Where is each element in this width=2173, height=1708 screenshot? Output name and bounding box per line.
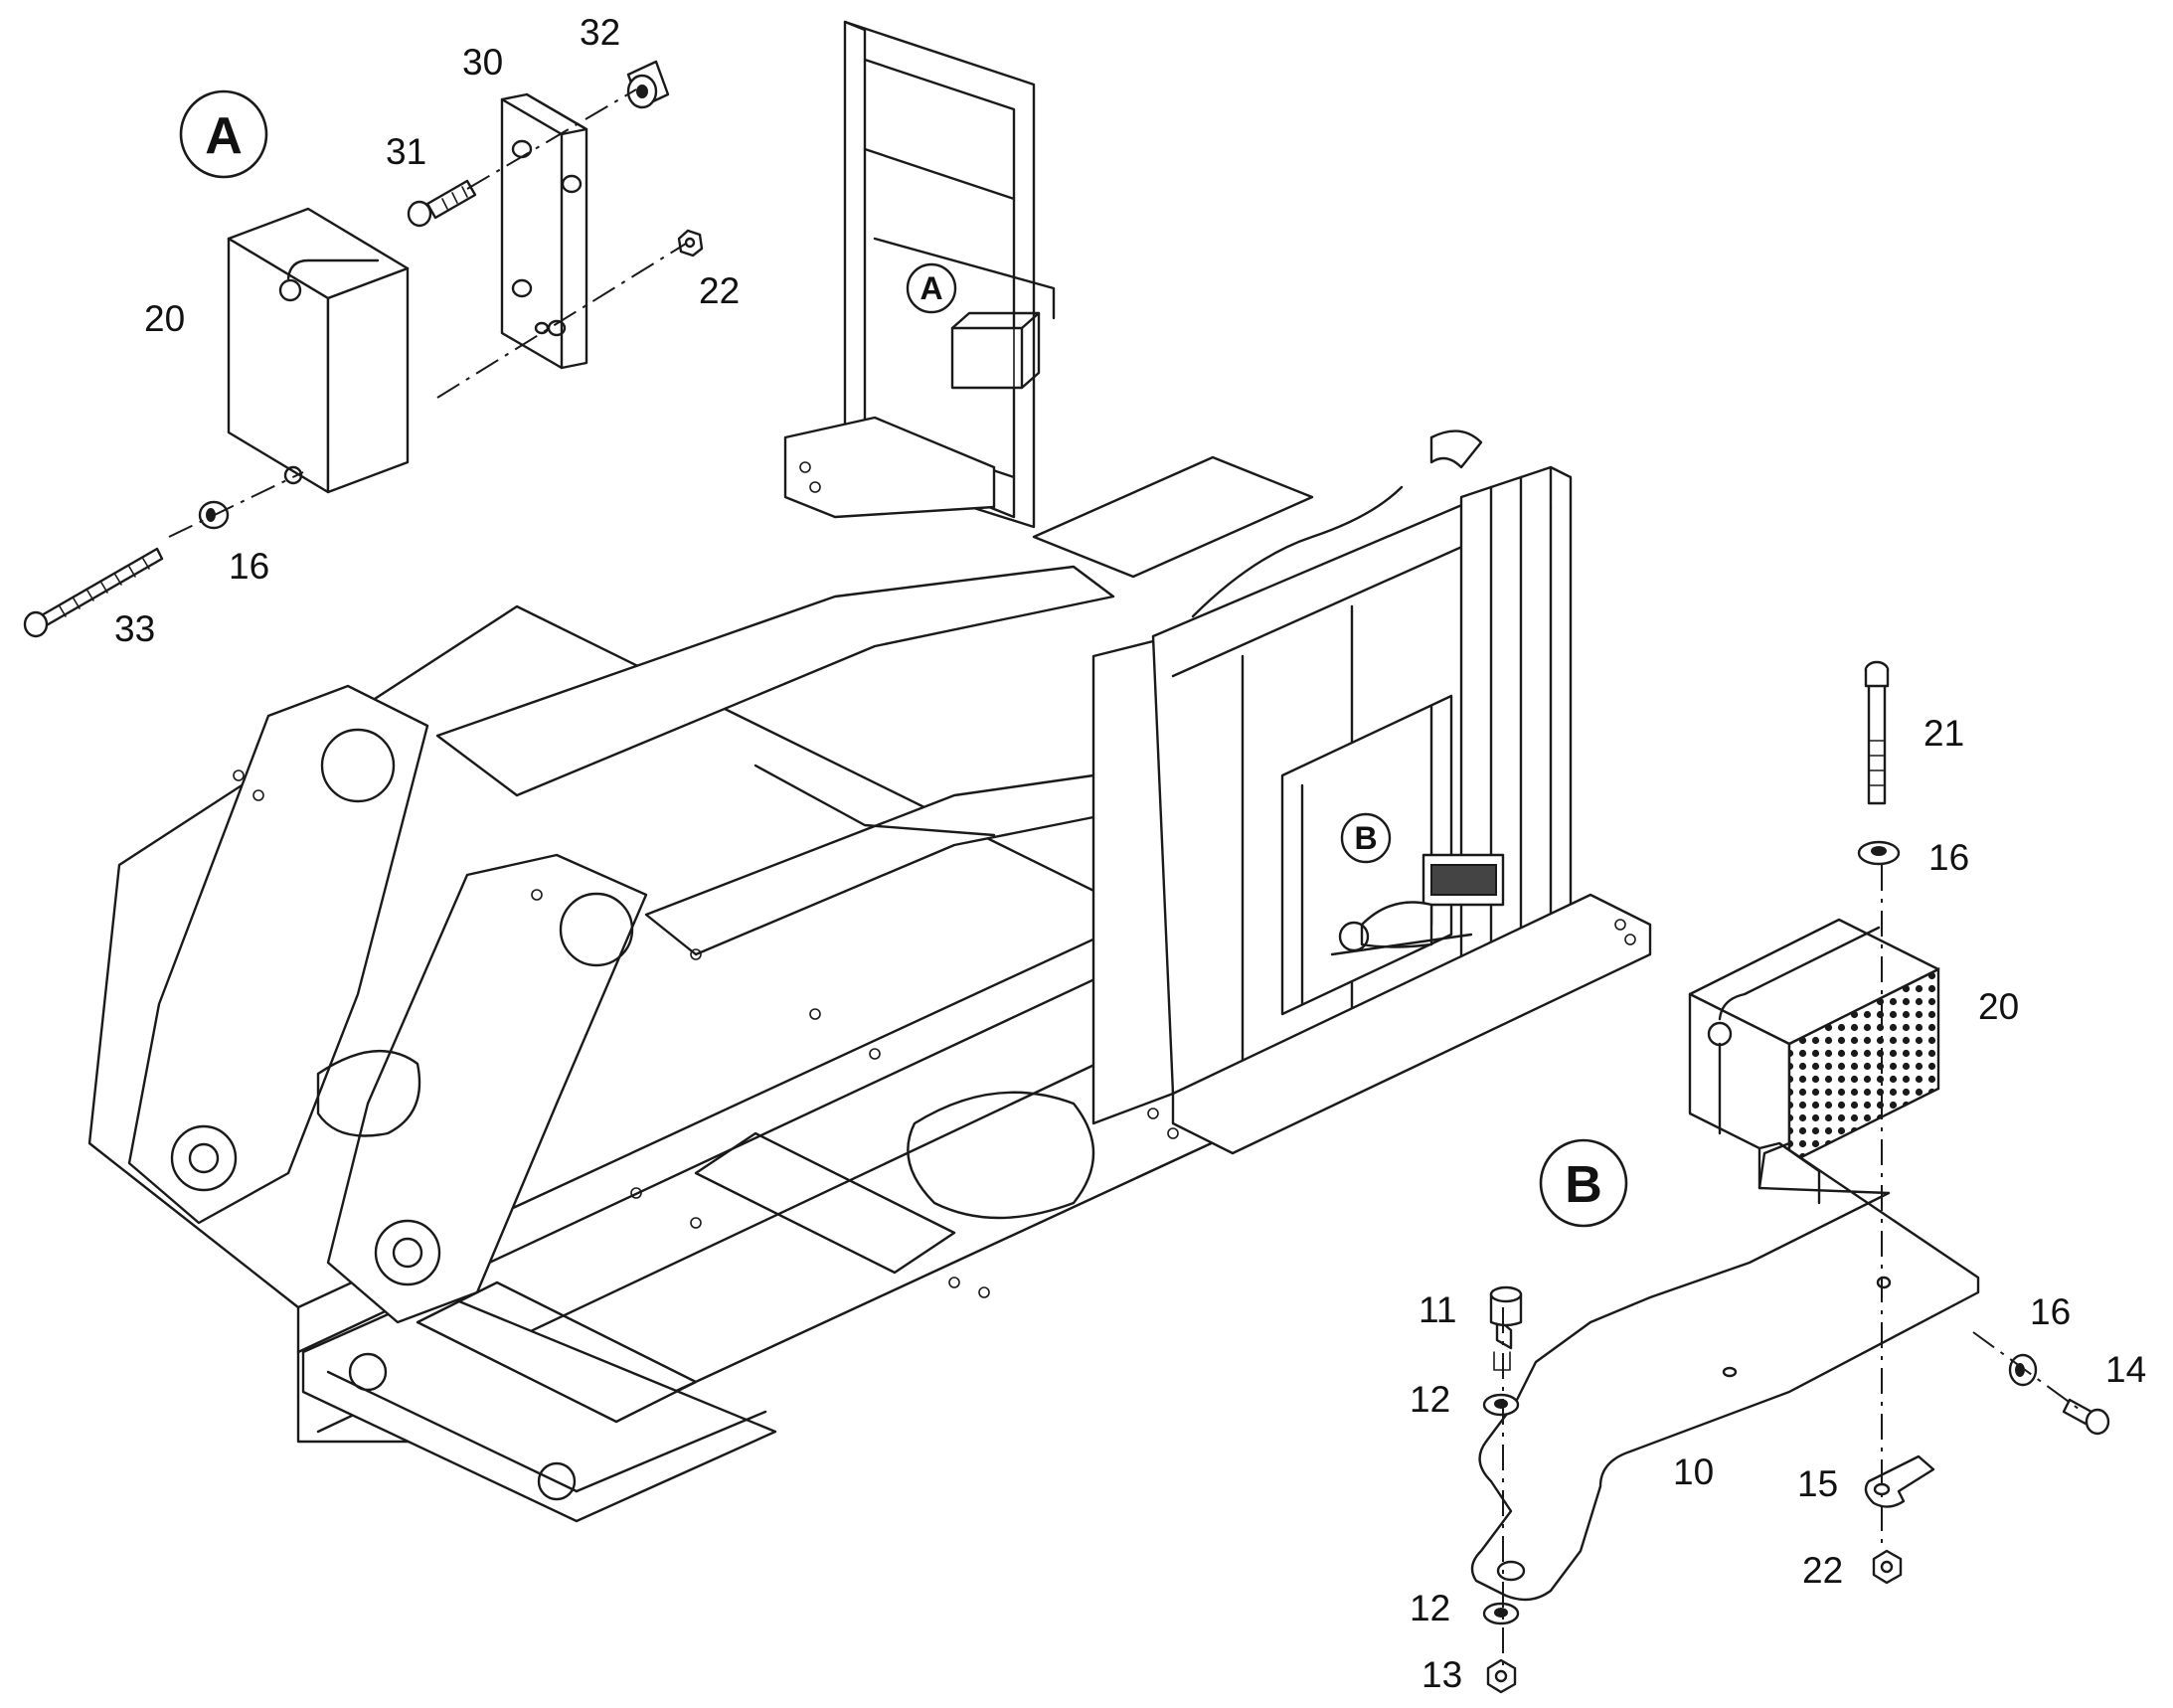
cooler-assembly [1091,429,1652,1155]
part-labels: 30 32 31 22 20 16 33 21 16 20 16 14 11 1… [114,12,2146,1695]
centerline-a1 [466,88,637,190]
label-part-16-b-side: 16 [2030,1291,2071,1332]
bolt-31 [407,179,477,228]
label-part-20-b: 20 [1978,986,2019,1027]
callout-detail-b: B [1539,1138,1628,1228]
svg-text:B: B [1565,1156,1602,1214]
label-part-22-b: 22 [1802,1550,1843,1591]
label-part-32: 32 [580,12,620,53]
electrical-box-b [1688,918,1940,1165]
clip-15 [1864,1454,1935,1508]
label-part-20-a: 20 [144,298,185,339]
machine-frame [87,455,1314,1523]
mounting-plate-30 [500,92,588,370]
callout-detail-a: A [179,89,268,179]
bracket-10 [1470,1141,1980,1602]
washer-12-top [1482,1393,1520,1417]
callout-ref-b: B [1340,812,1392,864]
svg-text:B: B [1354,820,1377,856]
label-part-30: 30 [462,42,503,83]
bolt-33 [23,547,164,638]
label-part-11: 11 [1419,1289,1456,1330]
svg-text:A: A [919,270,942,306]
label-part-12-top: 12 [1410,1379,1450,1420]
washer-16-b-side [2008,1353,2038,1387]
label-part-31: 31 [386,131,426,172]
nut-13 [1486,1658,1517,1694]
detail-b-group [1470,660,2110,1694]
label-part-21: 21 [1923,713,1964,754]
washer-12-bottom [1482,1602,1520,1625]
label-part-15: 15 [1797,1463,1838,1504]
nut-22-b [1872,1549,1903,1585]
label-part-14: 14 [2105,1349,2146,1390]
label-part-12-bottom: 12 [1410,1588,1450,1628]
detail-a-group [23,60,704,638]
bolt-14 [2062,1398,2110,1436]
label-part-33: 33 [114,608,155,649]
centerline-b-side [1972,1331,2084,1413]
washer-16-b-top [1857,840,1901,866]
label-part-16-a: 16 [229,546,269,587]
nut-22-a [677,229,704,257]
centerline-a2 [436,243,687,399]
label-part-16-b-top: 16 [1928,837,1969,878]
spacer-32 [626,60,670,109]
centerline-a3 [168,471,304,538]
bolt-11 [1489,1285,1523,1371]
label-part-13: 13 [1421,1654,1462,1695]
label-part-10: 10 [1673,1452,1714,1492]
label-part-22-a: 22 [699,270,740,311]
callout-ref-a: A [906,262,957,314]
electrical-box-a [227,207,410,494]
bolt-21 [1864,660,1890,805]
svg-text:A: A [205,107,243,165]
